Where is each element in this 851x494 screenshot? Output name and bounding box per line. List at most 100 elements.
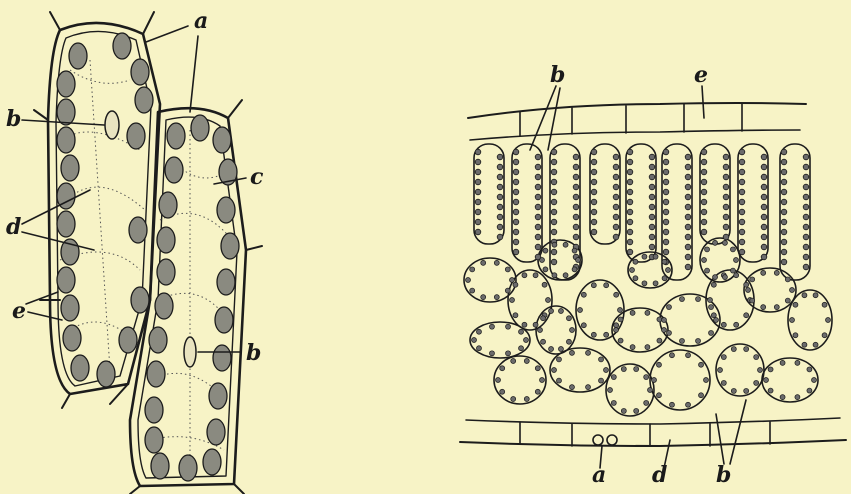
chloroplast (718, 368, 723, 373)
chloroplast (611, 400, 616, 405)
chloroplast (709, 305, 714, 310)
chloroplast (540, 378, 545, 383)
chloroplast (475, 219, 481, 225)
chloroplast (535, 184, 541, 190)
chloroplast (535, 214, 541, 220)
chloroplast (57, 211, 75, 237)
chloroplast (524, 358, 529, 363)
chloroplast (497, 154, 503, 160)
chloroplast (644, 375, 649, 380)
chloroplast (613, 214, 619, 220)
chloroplast (649, 244, 655, 250)
chloroplast (685, 204, 691, 210)
leader-a2 (190, 36, 198, 112)
chloroplast (701, 149, 707, 155)
chloroplast (113, 33, 131, 59)
chloroplast (497, 164, 503, 170)
chloroplast (656, 393, 661, 398)
chloroplast (505, 267, 510, 272)
chloroplast (723, 234, 729, 240)
chloroplast (649, 234, 655, 240)
chloroplast (803, 184, 809, 190)
chloroplast (159, 192, 177, 218)
chloroplast (217, 197, 235, 223)
chloroplast (723, 224, 729, 230)
chloroplast (685, 244, 691, 250)
chloroplast (591, 332, 596, 337)
chloroplast (497, 204, 503, 210)
cell-nucleus-bottom (184, 337, 196, 367)
chloroplast (705, 247, 710, 252)
chloroplast (627, 189, 633, 195)
chloroplast (663, 209, 669, 215)
chloroplast (546, 298, 551, 303)
chloroplast (713, 275, 718, 280)
chloroplast (663, 249, 669, 255)
chloroplast (642, 281, 647, 286)
chloroplast (563, 273, 568, 278)
chloroplast (524, 338, 529, 343)
chloroplast (803, 254, 809, 260)
chloroplast (653, 254, 658, 259)
chloroplast (739, 239, 745, 245)
chloroplast (803, 174, 809, 180)
chloroplast (780, 395, 785, 400)
chloroplast (758, 368, 763, 373)
chloroplast (500, 389, 505, 394)
chloroplast (57, 99, 75, 125)
chloroplast (535, 366, 540, 371)
chloroplast (813, 342, 818, 347)
chloroplast (768, 367, 773, 372)
lower-epidermis-outer (460, 440, 846, 446)
chloroplast (552, 368, 557, 373)
chloroplast (535, 389, 540, 394)
chloroplast (713, 240, 718, 245)
chloroplast (470, 288, 475, 293)
chloroplast (795, 360, 800, 365)
chloroplast (221, 233, 239, 259)
chloroplast (481, 260, 486, 265)
chloroplast (630, 310, 635, 315)
chloroplast (57, 71, 75, 97)
label-d-left: d (6, 214, 21, 240)
chloroplast (618, 338, 623, 343)
chloroplast (781, 179, 787, 185)
chloroplast (513, 189, 519, 195)
chloroplast (633, 276, 638, 281)
chloroplast (549, 347, 554, 352)
chloroplast (803, 264, 809, 270)
label-c-left: c (250, 164, 264, 190)
chloroplast (61, 155, 79, 181)
chloroplast (157, 259, 175, 285)
chloroplast (723, 174, 729, 180)
chloroplast (822, 333, 827, 338)
chloroplast (744, 388, 749, 393)
chloroplast (696, 297, 701, 302)
chloroplast (611, 375, 616, 380)
chloroplast (708, 298, 713, 303)
chloroplast (551, 169, 557, 175)
chloroplast (572, 248, 577, 253)
chloroplast (781, 159, 787, 165)
chloroplast (785, 277, 790, 282)
chloroplast (761, 305, 766, 310)
chloroplast (785, 298, 790, 303)
chloroplast (734, 258, 739, 263)
chloroplast (739, 179, 745, 185)
spongy-cell (650, 350, 710, 410)
chloroplast (591, 179, 597, 185)
chloroplast (573, 204, 579, 210)
chloroplast (475, 149, 481, 155)
chloroplast (663, 159, 669, 165)
chloroplast (803, 154, 809, 160)
chloroplast (613, 204, 619, 210)
chloroplast (573, 184, 579, 190)
chloroplast (754, 355, 759, 360)
chloroplast (621, 367, 626, 372)
chloroplast (604, 283, 609, 288)
chloroplast (497, 194, 503, 200)
chloroplast (722, 240, 727, 245)
stoma-guard-cell-left (593, 435, 603, 445)
chloroplast (761, 194, 767, 200)
